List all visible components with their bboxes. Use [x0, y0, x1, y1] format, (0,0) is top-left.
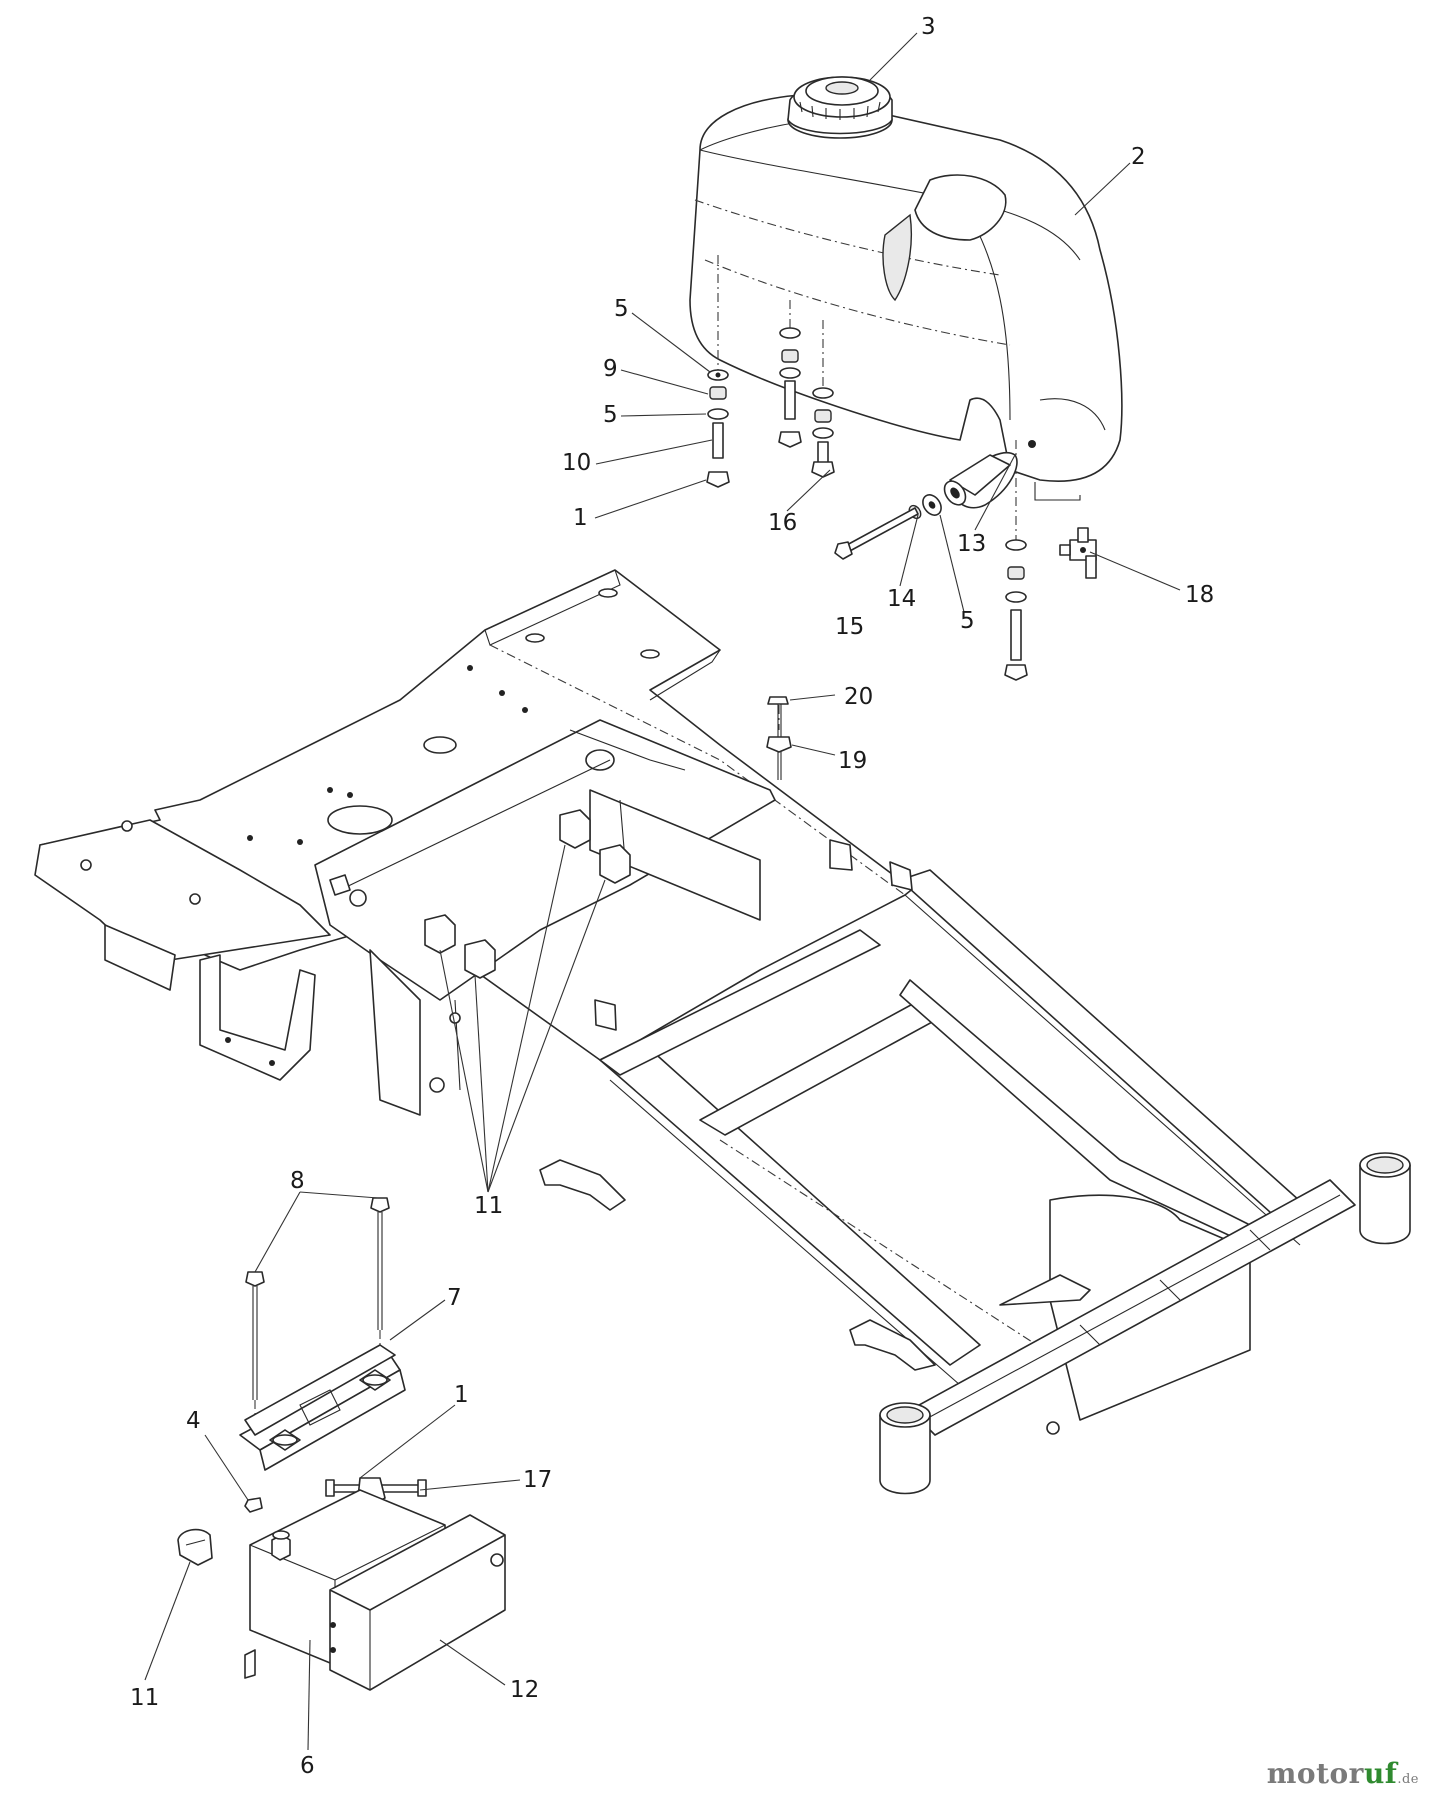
callout-washer-lower: 5: [603, 402, 618, 428]
main-frame: [34, 569, 1411, 1495]
fuel-cap: [787, 76, 893, 139]
callout-bumper-frame: 11: [474, 1193, 503, 1219]
callout-screw: 20: [844, 684, 873, 710]
watermark-main: motor: [1266, 1757, 1364, 1790]
callout-lock-washer: 14: [887, 586, 916, 612]
mount-hardware-right: [811, 320, 835, 478]
leader-lines: [144, 32, 1181, 1751]
callout-spacer-sleeve: 10: [562, 450, 591, 476]
callout-battery-box: 12: [510, 1677, 539, 1703]
fuel-tank: [689, 94, 1123, 482]
callout-hold-down-bracket: 7: [447, 1285, 462, 1311]
callout-washer-spacer: 5: [960, 608, 975, 634]
callout-fuel-tank: 2: [1131, 144, 1146, 170]
watermark-logo: motoruf.de: [1267, 1757, 1419, 1790]
callout-bumper-clip: 11: [130, 1685, 159, 1711]
watermark-accent: uf: [1363, 1757, 1398, 1790]
mount-hardware-left: [706, 255, 730, 488]
callout-nut-battery: 4: [186, 1408, 201, 1434]
watermark-tld: .de: [1397, 1772, 1419, 1787]
callout-hold-down-bolts: 8: [290, 1168, 305, 1194]
battery-hold-down-bracket: [239, 1344, 406, 1471]
battery-hold-down-bolts: [245, 1197, 390, 1435]
callout-nut-terminal: 1: [454, 1382, 469, 1408]
battery-box: [329, 1514, 506, 1691]
callout-spacer: 13: [957, 531, 986, 557]
callout-shutoff-valve: 18: [1185, 582, 1214, 608]
callout-long-bolt: 15: [835, 614, 864, 640]
battery-cable-clip: [177, 1528, 213, 1566]
spacer-and-bolt: [834, 452, 1018, 560]
callout-battery: 6: [300, 1753, 315, 1779]
mount-hardware-center: [778, 300, 802, 448]
callout-washer-upper: 5: [614, 296, 629, 322]
callout-fuel-cap: 3: [921, 14, 936, 40]
bolt-and-nut: [766, 696, 792, 780]
battery-nut: [244, 1497, 263, 1513]
callout-grommet: 9: [603, 356, 618, 382]
fuel-shutoff-valve: [1034, 482, 1097, 579]
callout-nut-frame: 19: [838, 748, 867, 774]
callout-terminal-bolt: 17: [523, 1467, 552, 1493]
mount-hardware-rear: [1004, 440, 1028, 681]
callout-nut-upper: 1: [573, 505, 588, 531]
callout-labels: 3 2 5 9 5 10 1 16 13 15 14 5 18 20 19 11…: [130, 14, 1214, 1779]
callout-bolt-tank: 16: [768, 510, 797, 536]
